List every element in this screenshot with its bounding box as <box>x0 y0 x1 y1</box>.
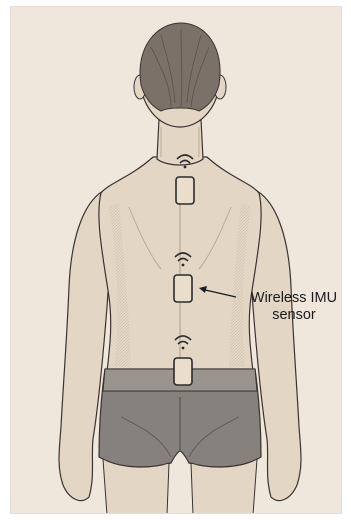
back-figure-illustration <box>11 7 342 514</box>
callout-line-2: sensor <box>239 307 342 324</box>
illustration-panel: Wireless IMU sensor <box>10 6 342 514</box>
hair <box>140 23 220 111</box>
right-leg <box>191 459 257 514</box>
callout-line-1: Wireless IMU <box>239 290 342 307</box>
left-leg <box>103 459 169 514</box>
sensor-callout-label: Wireless IMU sensor <box>239 290 342 324</box>
